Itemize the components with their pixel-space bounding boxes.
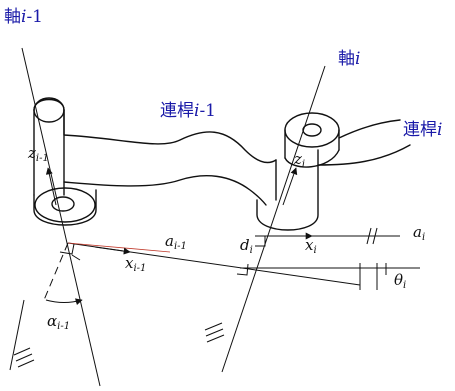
a-prev-red xyxy=(67,242,171,253)
axis-curr-line xyxy=(221,65,326,373)
label-z-curr: zi xyxy=(293,150,305,170)
label-alpha-prev: αi-1 xyxy=(47,312,70,332)
alpha-proj-line xyxy=(43,242,69,301)
label-axis-prev: 軸i-1 xyxy=(4,7,43,27)
z-curr-arrow xyxy=(282,167,298,206)
label-x-prev: xi-1 xyxy=(125,254,146,274)
x-prev-arrow xyxy=(94,246,131,255)
alpha-arc xyxy=(45,298,83,306)
label-z-prev: zi-1 xyxy=(27,144,49,164)
hash-marks xyxy=(13,322,225,368)
link-curr-shape xyxy=(256,112,411,231)
label-link-curr: 連桿i xyxy=(403,120,442,140)
label-a-prev: ai-1 xyxy=(165,232,187,252)
label-x-curr: xi xyxy=(305,236,317,256)
label-d-curr: di xyxy=(240,236,253,256)
axis-prev-line xyxy=(21,47,101,387)
z-prev-arrow xyxy=(45,167,57,206)
link-prev-shape xyxy=(33,97,277,226)
label-a-curr: ai xyxy=(413,223,425,243)
label-link-prev: 連桿i-1 xyxy=(160,101,216,121)
label-axis-curr: 軸i xyxy=(338,49,360,69)
label-theta-curr: θi xyxy=(394,271,406,291)
